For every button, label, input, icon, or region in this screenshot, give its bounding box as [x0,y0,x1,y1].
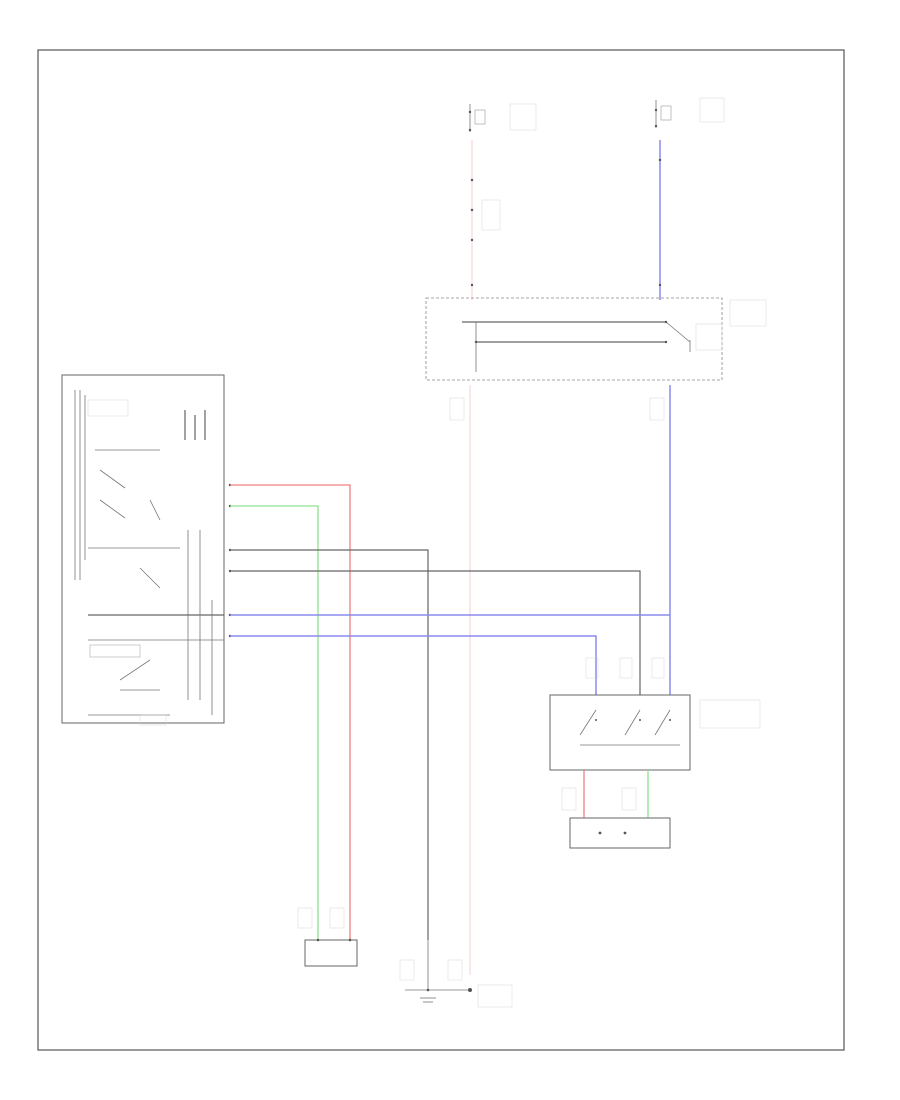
power-mirror-switch [61,374,232,726]
gray-wire-2 [230,570,641,695]
fuse-symbol [660,105,672,121]
red-wire [230,484,351,940]
right-mirror-actuator [569,817,671,849]
diagram-frame [37,49,845,1051]
ground-connector [399,940,513,1008]
top-left-fuse-block [468,103,537,300]
gray-wire [230,549,429,940]
junction-box [425,297,767,381]
top-right-fuse-block [654,97,725,300]
fuse-symbol [474,109,486,125]
green-wire [230,505,319,940]
right-mirror-relay [549,657,761,771]
blue-wire-2 [230,635,597,695]
left-mirror-actuator [297,907,358,967]
